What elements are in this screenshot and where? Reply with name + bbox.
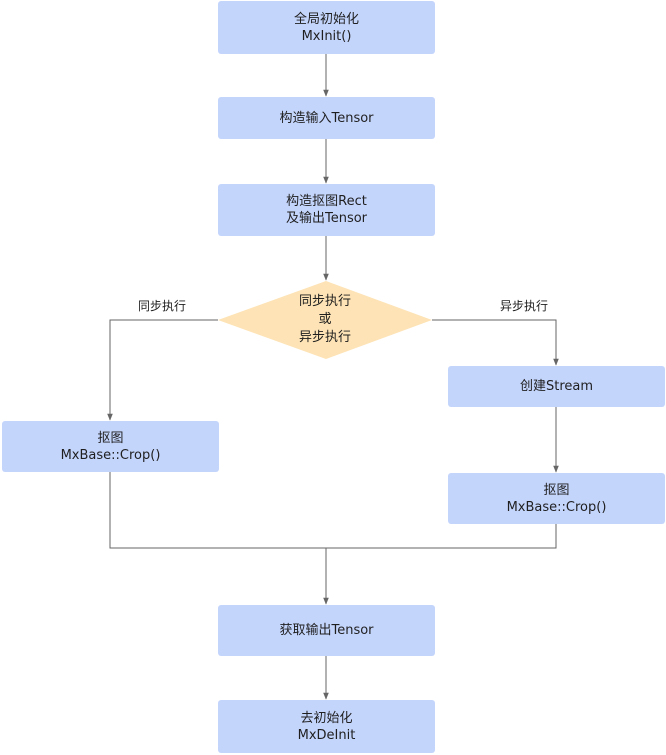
edge-sync-merge [109,472,557,549]
node-get-output: 获取输出Tensor [218,605,435,656]
node-init-line1: 全局初始化 [293,11,359,27]
node-crop-sync-line1: 抠图 [97,430,124,446]
node-crop-async-line1: 抠图 [543,482,570,498]
node-input-tensor-label: 构造输入Tensor [279,110,374,126]
node-input-tensor: 构造输入Tensor [218,97,435,139]
node-init: 全局初始化 MxInit() [218,1,435,54]
node-crop-sync-line2: MxBase::Crop() [60,447,161,463]
node-deinit-line2: MxDeInit [297,727,356,743]
node-decision-label: 同步执行 或 异步执行 [218,281,432,359]
edge-decision-sync [107,319,218,421]
node-crop-sync: 抠图 MxBase::Crop() [2,421,219,472]
node-crop-async-line2: MxBase::Crop() [506,499,607,515]
node-decision-line1: 同步执行 [298,294,351,309]
node-deinit-line1: 去初始化 [300,710,353,726]
decision-diamond [218,281,432,359]
node-decision-line3: 异步执行 [298,330,351,345]
node-decision-line2: 或 [318,312,332,327]
edge-label-sync: 同步执行 [138,299,187,313]
node-init-line2: MxInit() [301,28,352,44]
node-rect-output-line1: 构造抠图Rect [286,194,367,209]
node-get-output-label: 获取输出Tensor [279,623,374,638]
edge-label-async: 异步执行 [500,299,549,313]
node-rect-output-line2: 及输出Tensor [285,211,368,226]
node-crop-async: 抠图 MxBase::Crop() [448,473,665,524]
node-rect-output: 构造抠图Rect 及输出Tensor [218,184,435,236]
node-create-stream-label: 创建Stream [519,379,594,394]
node-create-stream: 创建Stream [448,366,665,407]
edge-decision-async [432,319,559,366]
node-deinit: 去初始化 MxDeInit [218,700,435,753]
